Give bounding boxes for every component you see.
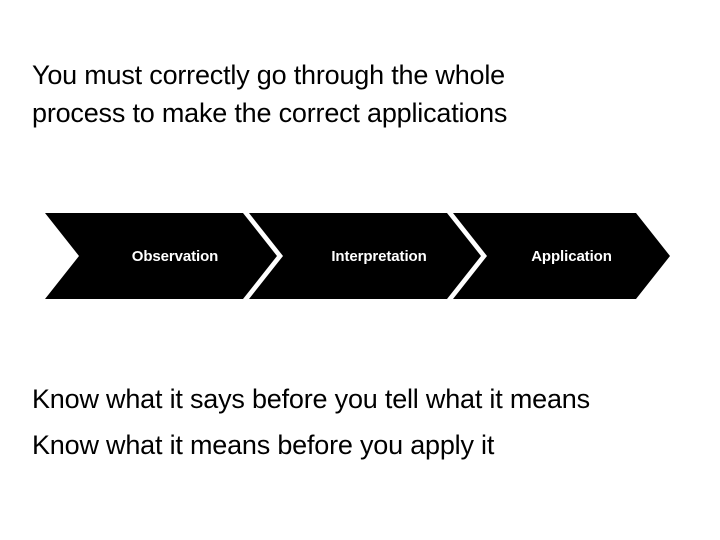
process-step-label: Interpretation [331,247,427,265]
footer-line-1: Know what it says before you tell what i… [32,384,590,414]
process-step-observation[interactable]: Observation [45,213,277,299]
process-step-label: Observation [131,247,219,265]
footer-text-block: Know what it says before you tell what i… [32,376,692,468]
heading-text-block: You must correctly go through the whole … [32,56,652,132]
heading-line-1: You must correctly go through the whole [32,60,505,90]
process-step-application[interactable]: Application [453,213,670,299]
process-step-label: Application [531,247,612,265]
process-step-interpretation[interactable]: Interpretation [249,213,481,299]
footer-line-2: Know what it means before you apply it [32,430,495,460]
heading-line-2: process to make the correct applications [32,98,508,128]
process-chevron-diagram: Observation Interpretation Application [45,213,671,299]
